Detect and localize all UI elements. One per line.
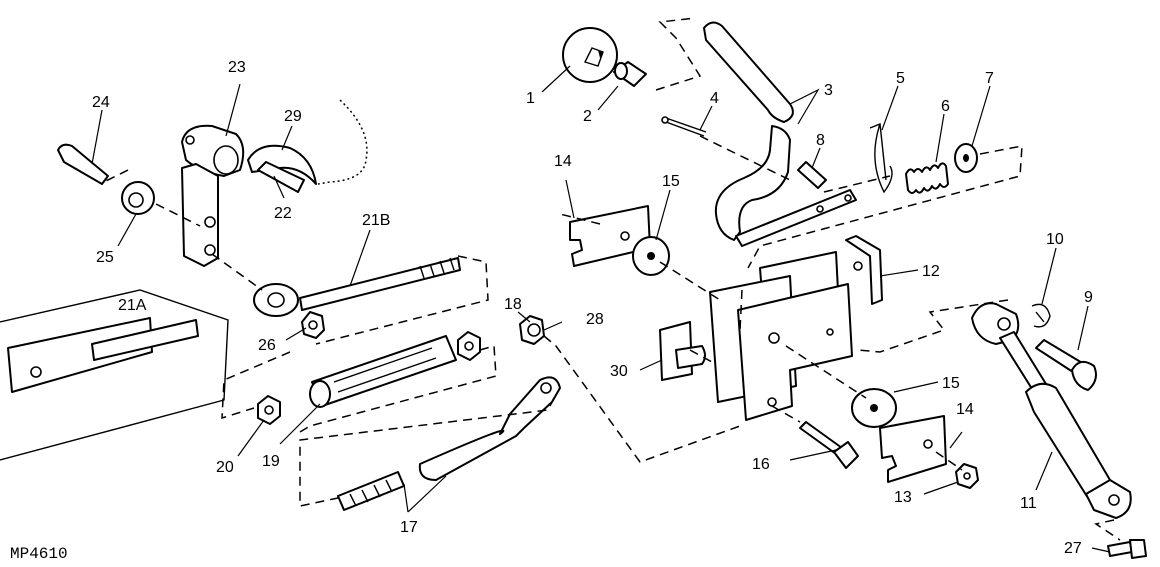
callout-21b: 21B (362, 212, 390, 229)
callout-11: 11 (1020, 495, 1037, 512)
part-bolt-16[interactable] (799, 421, 859, 469)
part-cotter-pin[interactable] (661, 116, 707, 137)
part-nut-20[interactable] (257, 395, 281, 425)
part-plate-14-lower[interactable] (879, 415, 947, 483)
callout-6: 6 (941, 98, 950, 115)
part-stud-plate[interactable] (659, 321, 706, 381)
callout-16: 16 (752, 456, 770, 473)
assembly-lines (103, 17, 1121, 541)
callout-28: 28 (586, 311, 604, 328)
part-link-rod-21a[interactable] (0, 289, 229, 461)
part-lock-washer-10[interactable] (1031, 303, 1051, 328)
callout-7: 7 (985, 70, 994, 87)
callout-8: 8 (816, 132, 825, 149)
callout-14-upper: 14 (554, 153, 572, 170)
leader-lines (91, 65, 1111, 553)
callout-18: 18 (504, 296, 522, 313)
callout-14-lower: 14 (956, 401, 974, 418)
callout-9: 9 (1084, 289, 1093, 306)
callout-5: 5 (896, 70, 905, 87)
part-retainer-clip[interactable] (247, 144, 317, 185)
part-washer-7[interactable] (954, 143, 978, 173)
part-bolt-24[interactable] (57, 143, 109, 185)
callout-2: 2 (583, 108, 592, 125)
part-clevis[interactable] (181, 124, 245, 267)
part-shift-lever[interactable] (703, 21, 857, 247)
callout-4: 4 (710, 90, 719, 107)
callout-26: 26 (258, 337, 276, 354)
part-nut-13[interactable] (955, 463, 979, 489)
callout-10: 10 (1046, 231, 1064, 248)
part-shock-absorber[interactable] (971, 302, 1132, 519)
callout-15-lower: 15 (942, 375, 960, 392)
callout-20: 20 (216, 459, 234, 476)
callout-24: 24 (92, 94, 110, 111)
part-knob[interactable] (562, 27, 618, 83)
part-washer-15-lower[interactable] (851, 388, 897, 428)
part-pin-22[interactable] (257, 161, 305, 193)
callout-labels: 1 2 3 4 5 6 7 8 9 10 11 12 13 14 14 15 1… (10, 59, 1093, 563)
part-spring[interactable] (905, 162, 949, 194)
part-nut-18[interactable] (457, 331, 481, 361)
callout-1: 1 (526, 90, 535, 107)
callout-25: 25 (96, 249, 114, 266)
part-linkage-rod[interactable] (337, 376, 561, 511)
callout-23: 23 (228, 59, 246, 76)
part-turnbuckle[interactable] (309, 335, 457, 408)
callout-21a: 21A (118, 297, 147, 314)
part-washer-15-upper[interactable] (632, 236, 670, 276)
callout-22: 22 (274, 205, 292, 222)
part-bolt-27[interactable] (1107, 539, 1147, 559)
part-pin-9[interactable] (1035, 339, 1097, 391)
part-threaded-rod-21b[interactable] (253, 257, 461, 317)
callout-30: 30 (610, 363, 628, 380)
part-nut-28[interactable] (519, 315, 545, 345)
callout-15-upper: 15 (662, 173, 680, 190)
part-nut-26[interactable] (301, 311, 325, 339)
part-spring-clip[interactable] (869, 123, 893, 194)
callout-29: 29 (284, 108, 302, 125)
part-sleeve[interactable] (613, 61, 647, 87)
part-bracket[interactable] (709, 235, 883, 421)
callout-12: 12 (922, 263, 940, 280)
figure-id: MP4610 (10, 545, 68, 563)
part-plate-14-upper[interactable] (569, 205, 651, 267)
part-pin-8[interactable] (797, 161, 827, 189)
part-bushing-25[interactable] (121, 181, 155, 215)
callout-13: 13 (894, 489, 912, 506)
callout-3: 3 (824, 82, 833, 99)
callout-19: 19 (262, 453, 280, 470)
callout-27: 27 (1064, 540, 1082, 557)
callout-17: 17 (400, 519, 418, 536)
